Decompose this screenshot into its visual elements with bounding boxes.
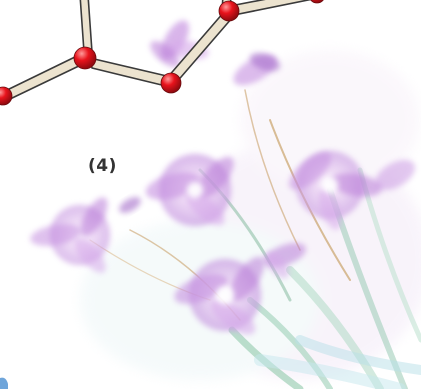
molecule-fragment	[0, 0, 324, 106]
flower-upper-right	[233, 52, 281, 86]
flower-bottom	[174, 256, 265, 335]
atom-center	[160, 72, 182, 94]
flower-far-right	[375, 159, 415, 191]
flower-bud-left	[119, 197, 141, 213]
flowers	[30, 20, 415, 335]
bond-center-horizontal	[89, 57, 172, 88]
corner-mark	[0, 377, 8, 389]
atom-right	[218, 0, 240, 22]
atom-top-right	[310, 0, 324, 4]
flower-right	[288, 151, 382, 230]
flower-left	[30, 197, 110, 273]
bond-upper-right	[229, 0, 313, 16]
molecule-atoms	[0, 0, 324, 106]
figure-label: (4)	[88, 156, 117, 176]
flower-main-center	[145, 154, 234, 226]
atom-node-left	[73, 46, 97, 70]
bond-vertical-left	[79, 0, 93, 53]
flower-mid-lower	[264, 242, 306, 279]
atom-far-left	[0, 86, 13, 106]
bond-left-diagonal	[2, 55, 84, 101]
